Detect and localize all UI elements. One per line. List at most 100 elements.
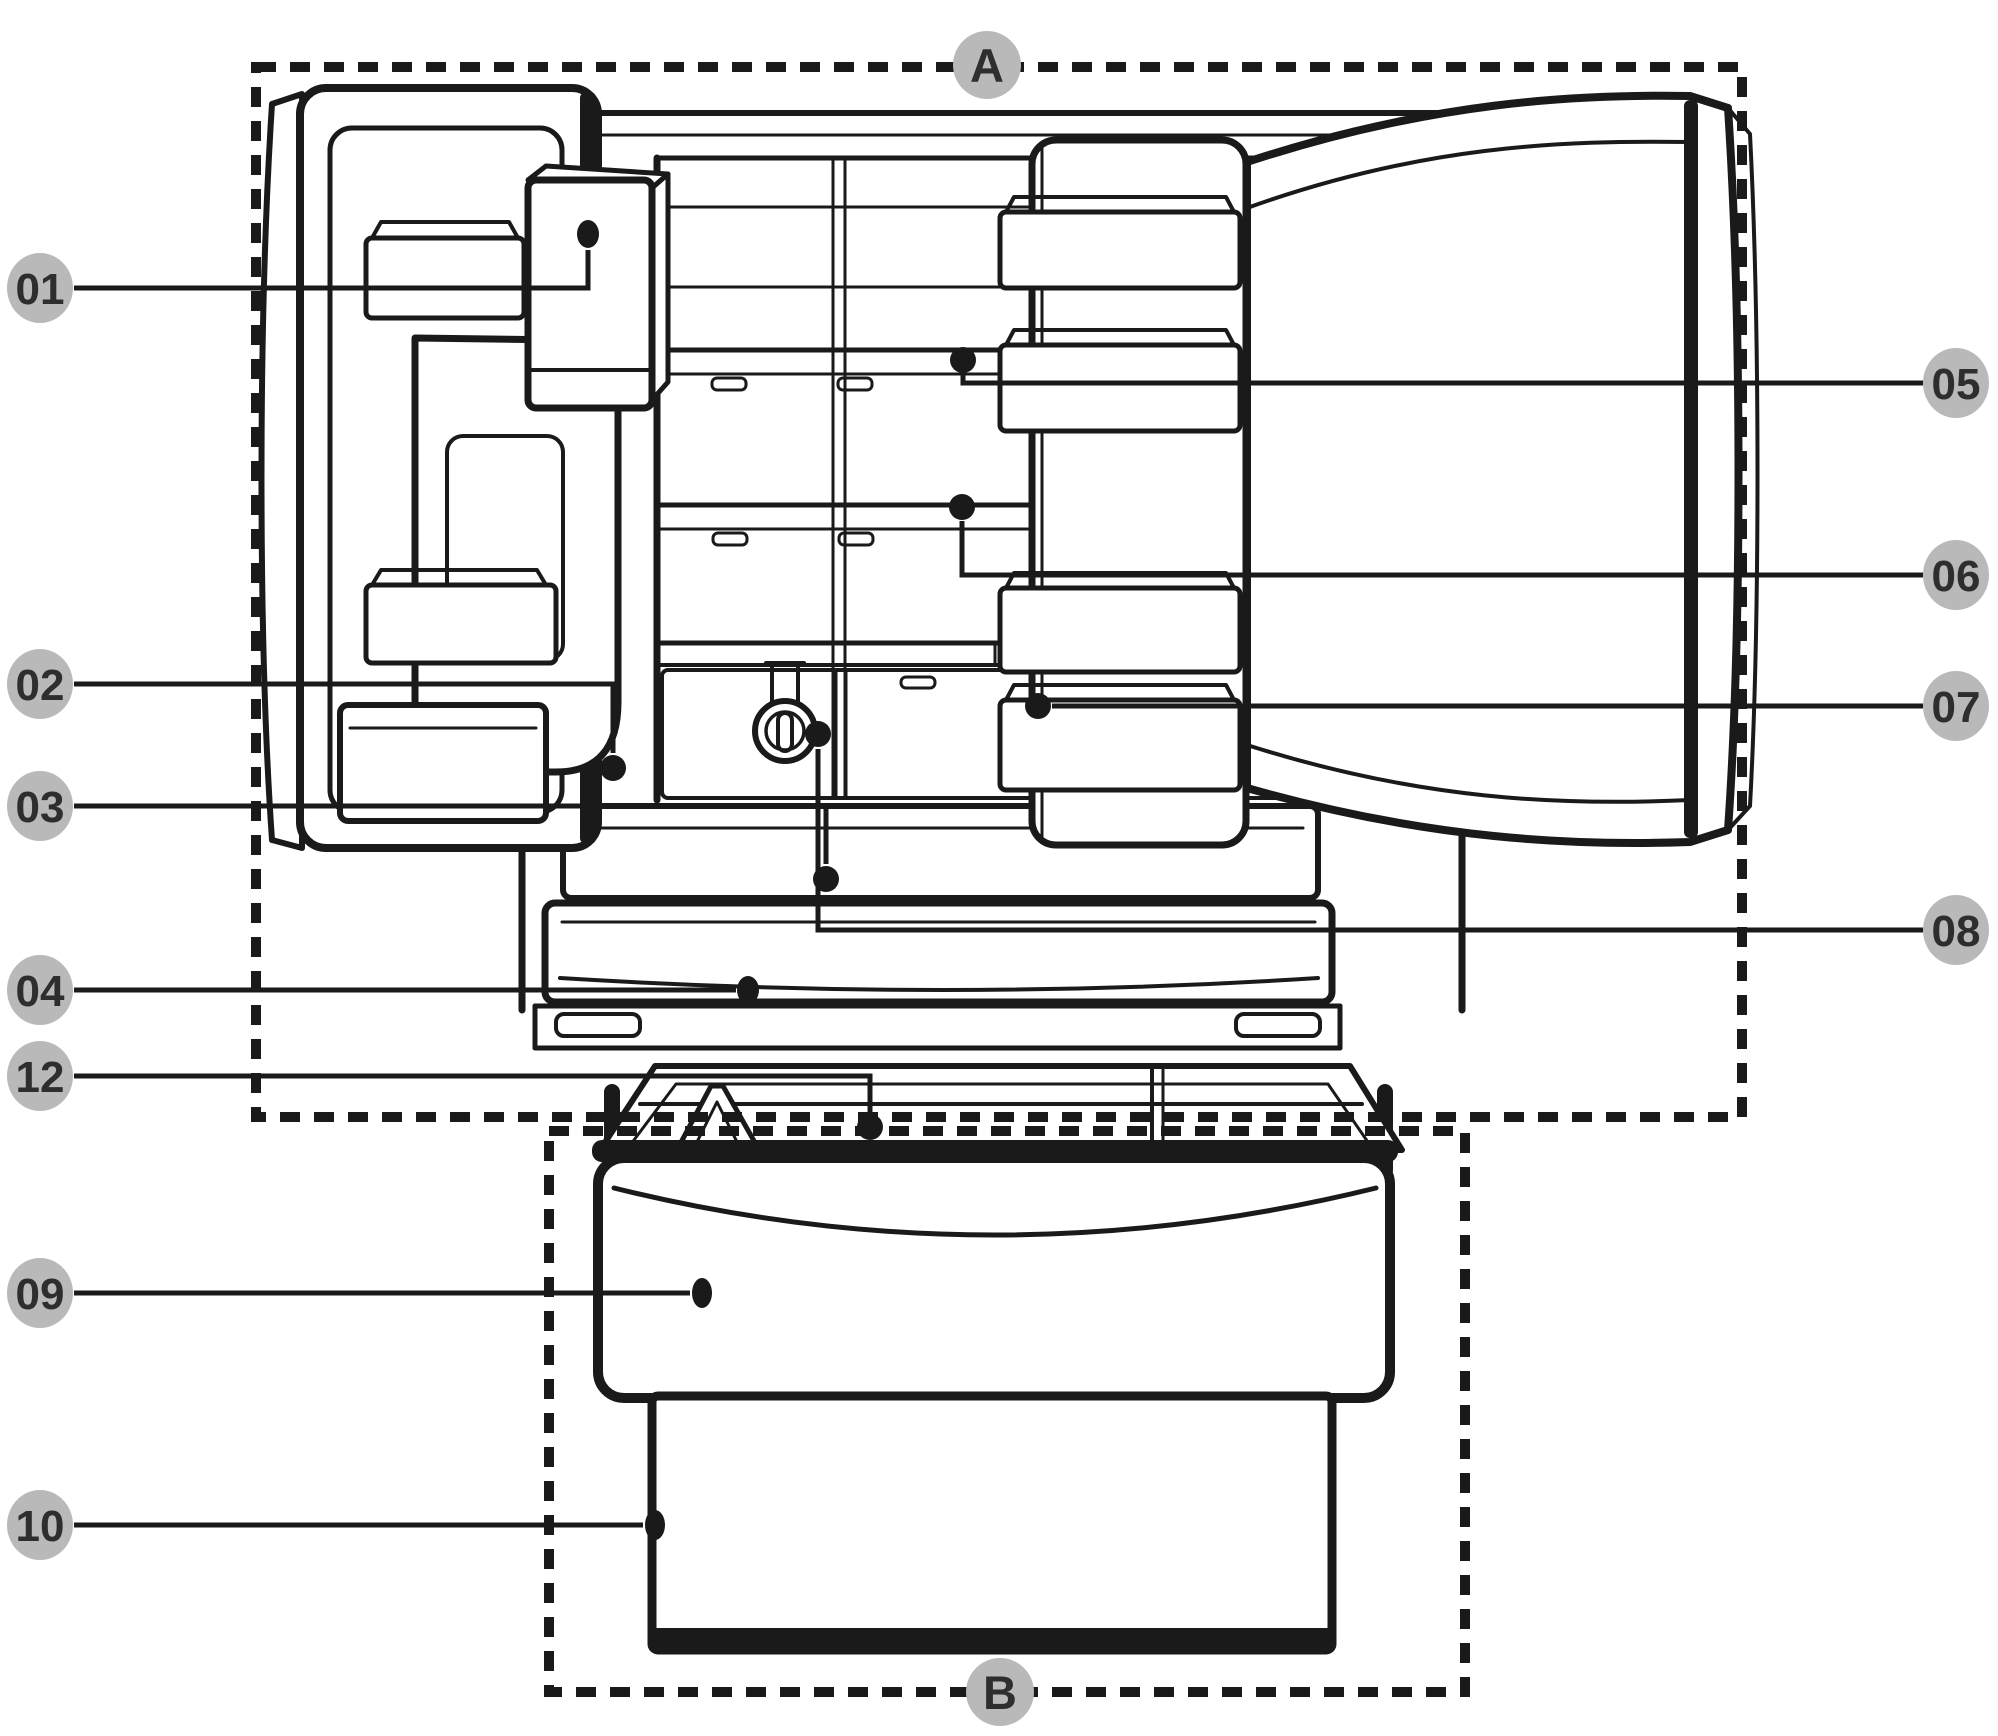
callout-09-label: 09: [16, 1270, 65, 1319]
section-b-boundary: [544, 1126, 1470, 1697]
callout-01-target-dot: [577, 220, 599, 248]
callout-02-label: 02: [16, 661, 65, 710]
callout-labels: 01 02 03 04 12 09 10 05 06 07 08: [7, 220, 1989, 1560]
section-a: A: [251, 31, 1747, 1122]
bin-front: [997, 697, 1243, 793]
callout-07: 07: [1025, 671, 1989, 741]
section-a-label: A: [970, 39, 1004, 92]
callout-12: 12: [7, 1041, 883, 1140]
callout-03-label: 03: [16, 783, 65, 832]
shelf-support-tab: [711, 531, 749, 547]
bin-front: [363, 235, 527, 321]
refrigerator-line-art: [258, 84, 1760, 1655]
callout-08-label: 08: [1932, 907, 1981, 956]
freezer-drawer: [592, 1063, 1405, 1655]
callout-04-badge: [7, 955, 73, 1025]
bottom-drawer-front: [541, 899, 1336, 1006]
bin-top-edge: [1004, 328, 1236, 347]
bottom-drawer: [541, 899, 1336, 1006]
section-a-badge: [953, 31, 1021, 99]
callout-01: 01: [7, 220, 599, 323]
callout-12-badge: [7, 1041, 73, 1111]
left-door-dairy-bin: [363, 568, 559, 666]
right-door-crease-bottom: [1245, 743, 1692, 804]
callout-12-label: 12: [16, 1053, 65, 1102]
callout-04: 04: [7, 955, 759, 1025]
left-door-lower-bin: [337, 702, 549, 824]
inner-bin-outline: [647, 1391, 1337, 1655]
section-b-label: B: [983, 1666, 1017, 1719]
right-door-bin-4: [997, 683, 1243, 793]
bin-front: [997, 585, 1243, 675]
icemaker: [524, 163, 671, 412]
callout-06-leader-line: [959, 521, 1923, 578]
callout-07-label: 07: [1932, 683, 1981, 732]
right-door-bin-3: [997, 571, 1243, 675]
bin-top-edge: [370, 220, 520, 240]
shelf-support-tab: [836, 376, 874, 392]
right-door-edge-band: [1684, 100, 1698, 838]
callout-02-leader-line: [74, 681, 616, 753]
left-door-top-bin: [363, 220, 527, 321]
callout-04-target-dot: [737, 976, 759, 1004]
filter-knob-slot: [776, 711, 794, 753]
callout-01-leader-line: [74, 250, 591, 291]
callout-02-target-dot: [600, 755, 626, 781]
callout-08-badge: [1923, 895, 1989, 965]
callout-10-badge: [7, 1490, 73, 1560]
hinge-cover: [1234, 1012, 1322, 1038]
right-door-outer-lip: [1726, 106, 1760, 832]
callout-05-badge: [1923, 348, 1989, 418]
slide-tray: [597, 1063, 1405, 1153]
bottom-drawer-crease: [558, 976, 1320, 992]
section-boundaries: AB: [251, 31, 1747, 1726]
right-door-bin-1: [997, 195, 1243, 291]
callout-03-badge: [7, 771, 73, 841]
callout-01-badge: [7, 253, 73, 323]
callout-10: 10: [7, 1490, 665, 1560]
bin-front: [997, 342, 1243, 434]
drawer-front-crease: [611, 1185, 1379, 1238]
callout-01-label: 01: [16, 265, 65, 314]
callout-09-badge: [7, 1258, 73, 1328]
drawer-front: [593, 1153, 1395, 1403]
callout-04-label: 04: [16, 967, 65, 1016]
callout-05: 05: [950, 347, 1989, 418]
inner-bin-bottom-bar: [652, 1628, 1332, 1652]
right-door: [997, 91, 1760, 849]
callout-03-leader-line: [74, 803, 829, 864]
hinge-cover: [554, 1012, 642, 1038]
callout-10-label: 10: [16, 1502, 65, 1551]
water-filter: [752, 661, 818, 764]
bin-top-edge: [1004, 683, 1236, 702]
bin-front: [337, 702, 549, 824]
shelf-support-tab: [899, 675, 937, 690]
callout-06-target-dot: [949, 494, 975, 520]
right-door-slab: [1243, 91, 1743, 847]
callout-06: 06: [949, 494, 1989, 610]
section-b-badge: [966, 1658, 1034, 1726]
bin-top-edge: [1004, 195, 1236, 214]
callout-05-target-dot: [950, 347, 976, 373]
section-a-boundary: [251, 62, 1747, 1122]
drawer-inner-bin: [647, 1391, 1337, 1655]
left-door: [258, 84, 671, 852]
right-door-crease-top: [1245, 139, 1692, 210]
cabinet-base: [532, 1003, 1343, 1051]
section-b: B: [544, 1126, 1470, 1726]
callout-02: 02: [7, 649, 626, 781]
callout-08: 08: [805, 721, 1989, 965]
callout-10-target-dot: [645, 1510, 665, 1540]
bin-top-edge: [370, 568, 548, 587]
callout-12-leader-line: [74, 1073, 873, 1112]
callout-12-target-dot: [857, 1114, 883, 1140]
bin-front: [997, 209, 1243, 291]
drawer-front-panel: [593, 1153, 1395, 1403]
callout-03: 03: [7, 771, 839, 892]
callout-07-badge: [1923, 671, 1989, 741]
shelf-support-tab: [710, 376, 748, 392]
icemaker-front-face: [524, 176, 656, 412]
callout-08-target-dot: [805, 721, 831, 747]
